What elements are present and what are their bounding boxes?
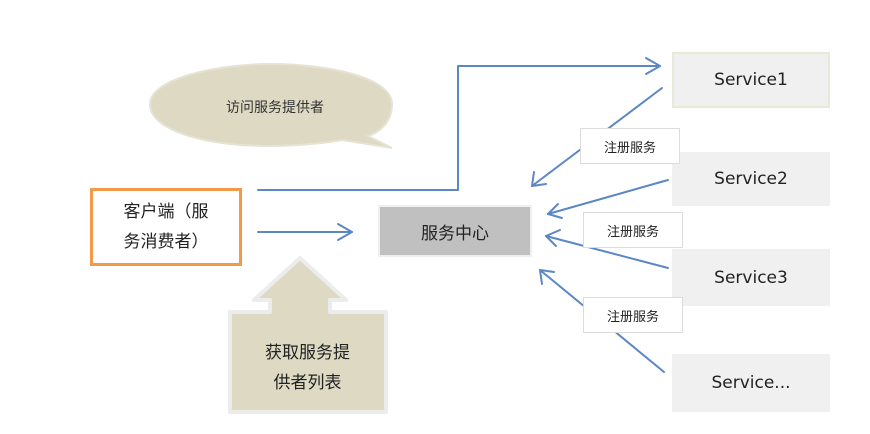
client-to-service1-arrow [257,65,661,191]
callout-text: 访问服务提供者 [226,100,324,116]
register-label-1: 注册服务 [580,128,680,164]
service-more-box: Service... [672,354,830,412]
client-to-service1-arrowhead [645,57,661,75]
service2-register-arrowhead [547,203,563,219]
fetch-label-line2: 供者列表 [273,373,342,393]
register-label-2: 注册服务 [583,212,683,248]
service3-register-arrow [545,235,669,269]
service-center-box: 服务中心 [378,205,532,257]
service1-label: Service1 [714,70,788,90]
client-consumer-box: 客户端（服 务消费者） [90,188,242,266]
fetch-up-arrow [228,256,388,414]
service2-box: Service2 [672,152,830,206]
service4-register-arrowhead [539,269,555,285]
service2-register-arrow [547,179,669,215]
service1-box: Service1 [672,52,830,108]
client-label-line2: 务消费者） [123,232,209,252]
service3-box: Service3 [672,249,830,306]
service2-label: Service2 [714,169,788,189]
service3-label: Service3 [714,267,788,288]
service-more-label: Service... [711,373,791,393]
callout-bubble [148,62,394,149]
fetch-label-line1: 获取服务提 [265,343,350,363]
service3-register-arrowhead [545,229,561,247]
client-label-line1: 客户端（服 [123,202,209,222]
client-to-center-arrowhead [337,223,353,241]
service-center-label: 服务中心 [421,223,489,244]
register-label-3: 注册服务 [583,297,683,333]
fetch-provider-list-label: 获取服务提 供者列表 [235,328,380,408]
service1-register-arrowhead [531,171,547,187]
